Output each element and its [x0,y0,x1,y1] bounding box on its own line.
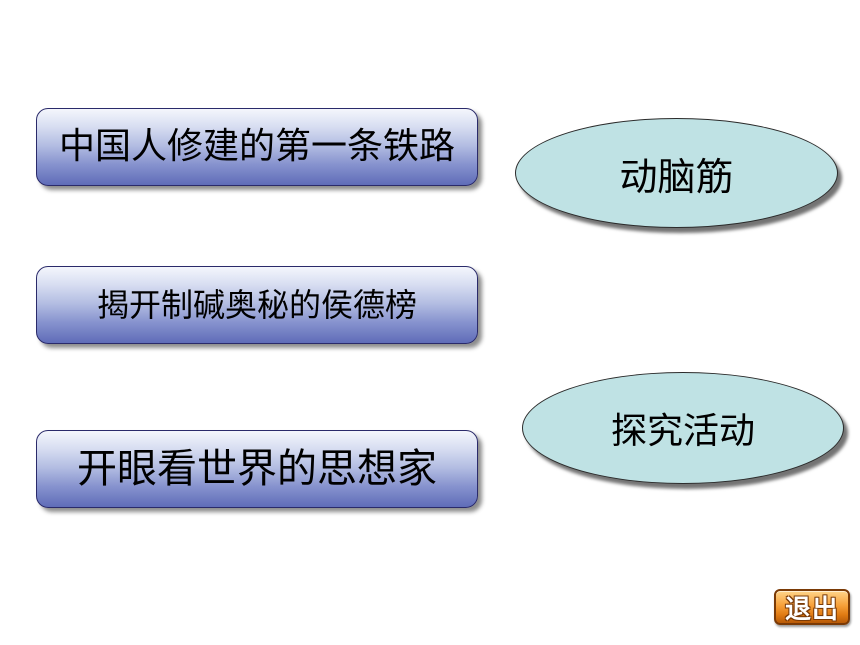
topic-button-first-railway[interactable]: 中国人修建的第一条铁路 [36,108,478,186]
exit-button[interactable]: 退出 [774,589,850,625]
topic-button-label: 开眼看世界的思想家 [77,446,437,492]
exit-button-label: 退出 [784,594,839,625]
topic-button-hou-debang[interactable]: 揭开制碱奥秘的侯德榜 [36,266,478,344]
brainstorm-oval-button[interactable]: 动脑筋 [515,118,838,228]
topic-button-label: 揭开制碱奥秘的侯德榜 [96,286,417,324]
topic-button-thinker[interactable]: 开眼看世界的思想家 [36,430,478,508]
oval-label: 动脑筋 [619,154,734,199]
oval-label: 探究活动 [610,411,755,452]
topic-button-label: 中国人修建的第一条铁路 [58,126,455,167]
explore-activity-oval-button[interactable]: 探究活动 [522,372,844,484]
